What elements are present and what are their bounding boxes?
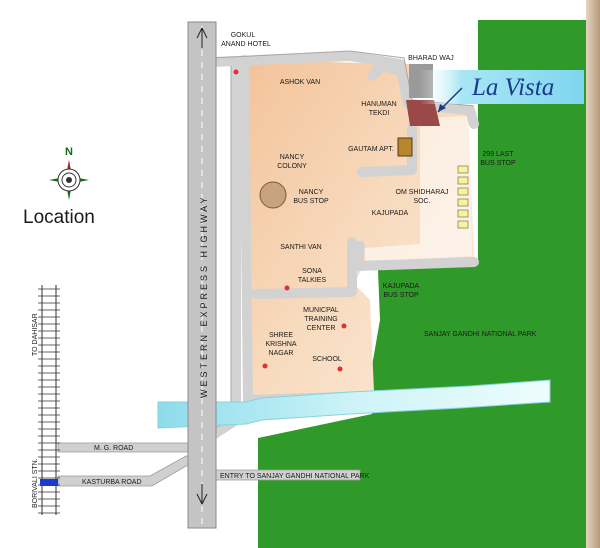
open-lawn [364, 116, 472, 262]
photo-edge-strip [586, 0, 600, 548]
location-markers [233, 69, 347, 372]
label-gokul-2: ANAND HOTEL [221, 41, 271, 48]
label-sona-2: TALKIES [298, 277, 327, 284]
borivali-station-marker [40, 479, 58, 486]
river [157, 379, 551, 429]
label-bharad-waj: BHARAD WAJ [408, 55, 454, 62]
label-school: SCHOOL [312, 356, 342, 363]
label-gautam-apt: GAUTAM APT. [348, 146, 394, 153]
label-muni-3: CENTER [307, 325, 336, 332]
label-hanuman-2: TEKDI [369, 110, 390, 117]
label-om-1: OM SHIDHARAJ [396, 189, 449, 196]
label-kasturba-road: KASTURBA ROAD [82, 479, 142, 486]
gautam-apt-building [397, 137, 413, 157]
western-express-highway [187, 21, 217, 529]
label-bus299-1: 299 LAST [482, 151, 514, 158]
map-title: Location [23, 207, 95, 228]
label-to-dahisar: TO DAHISAR [32, 313, 39, 356]
la-vista-banner [420, 70, 584, 104]
national-park-area [258, 20, 586, 548]
compass-icon [49, 160, 89, 200]
label-om-2: SOC. [413, 198, 430, 205]
label-sgnp: SANJAY GANDHI NATIONAL PARK [424, 331, 537, 338]
label-nancy-bus-1: NANCY [299, 189, 324, 196]
place-labels: GOKUL ANAND HOTEL ASHOK VAN BHARAD WAJ H… [221, 32, 537, 363]
label-ashok-van: ASHOK VAN [280, 79, 320, 86]
label-kaju-bus-1: KAJUPADA [383, 283, 420, 290]
label-bus299-2: BUS STOP [480, 160, 516, 167]
label-kajupada: KAJUPADA [372, 210, 409, 217]
railway-track [38, 285, 60, 515]
label-shree-3: NAGAR [269, 350, 294, 357]
label-sona-1: SONA [302, 268, 322, 275]
label-borivali-stn: BORIVALI STN. [32, 458, 39, 508]
brand-name: La Vista [471, 74, 554, 101]
label-shree-2: KRISHNA [265, 341, 296, 348]
label-kaju-bus-2: BUS STOP [383, 292, 419, 299]
label-muni-1: MUNICPAL [303, 307, 339, 314]
nancy-bus-stop-circle [259, 181, 287, 209]
highway-label: WESTERN EXPRESS HIGHWAY [199, 194, 209, 398]
label-entry: ENTRY TO SANJAY GANDHI NATIONAL PARK [220, 473, 370, 480]
label-muni-2: TRAINING [304, 316, 337, 323]
label-gokul-1: GOKUL [231, 32, 256, 39]
label-nancy-colony-2: COLONY [277, 163, 307, 170]
label-nancy-colony-1: NANCY [280, 154, 305, 161]
label-hanuman-1: HANUMAN [361, 101, 396, 108]
label-mg-road: M. G. ROAD [94, 445, 133, 452]
label-santhi-van: SANTHI VAN [280, 244, 322, 251]
compass-north-label: N [65, 146, 73, 158]
bus-stop-shelters [457, 165, 469, 229]
label-shree-1: SHREE [269, 332, 293, 339]
label-nancy-bus-2: BUS STOP [293, 198, 329, 205]
la-vista-building [406, 100, 440, 126]
